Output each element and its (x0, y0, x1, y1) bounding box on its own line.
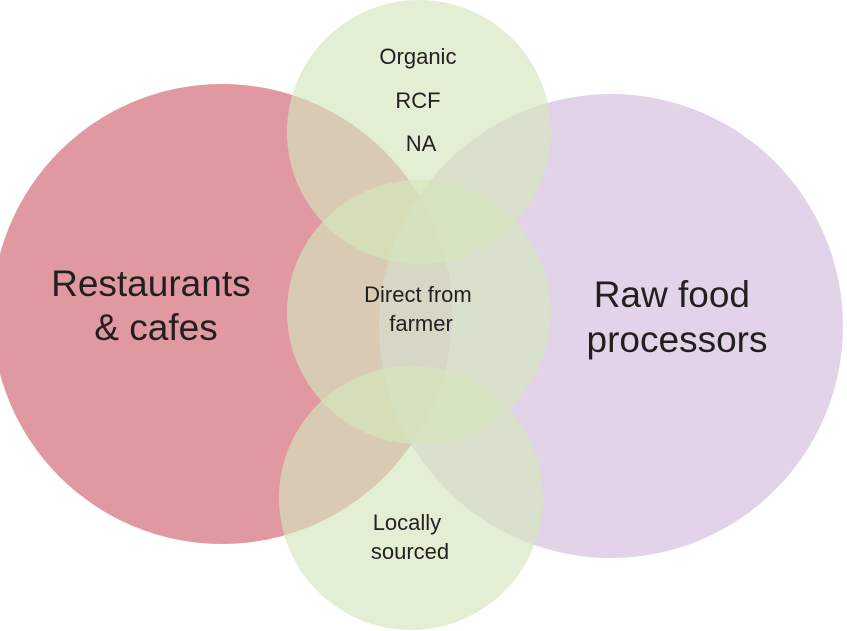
organic-label: Organic RCF NA (379, 44, 462, 156)
organic-label-line2: RCF (395, 88, 440, 113)
raw-food-label-line1: Raw food (594, 274, 750, 315)
restaurants-label-line1: Restaurants (51, 263, 251, 304)
local-circle (279, 366, 543, 630)
direct-label: Direct from farmer (364, 282, 478, 336)
direct-label-line2: farmer (389, 311, 453, 336)
organic-label-line3: NA (406, 131, 437, 156)
restaurants-label: Restaurants & cafes (51, 263, 261, 348)
direct-label-line1: Direct from (364, 282, 472, 307)
organic-label-line1: Organic (379, 44, 456, 69)
local-label-line2: sourced (371, 539, 449, 564)
raw-food-label: Raw food processors (587, 274, 768, 360)
restaurants-label-line2: & cafes (94, 307, 217, 348)
local-label-line1: Locally (373, 510, 441, 535)
local-label: Locally sourced (371, 510, 449, 564)
direct-circle (287, 180, 551, 444)
raw-food-label-line2: processors (587, 319, 768, 360)
